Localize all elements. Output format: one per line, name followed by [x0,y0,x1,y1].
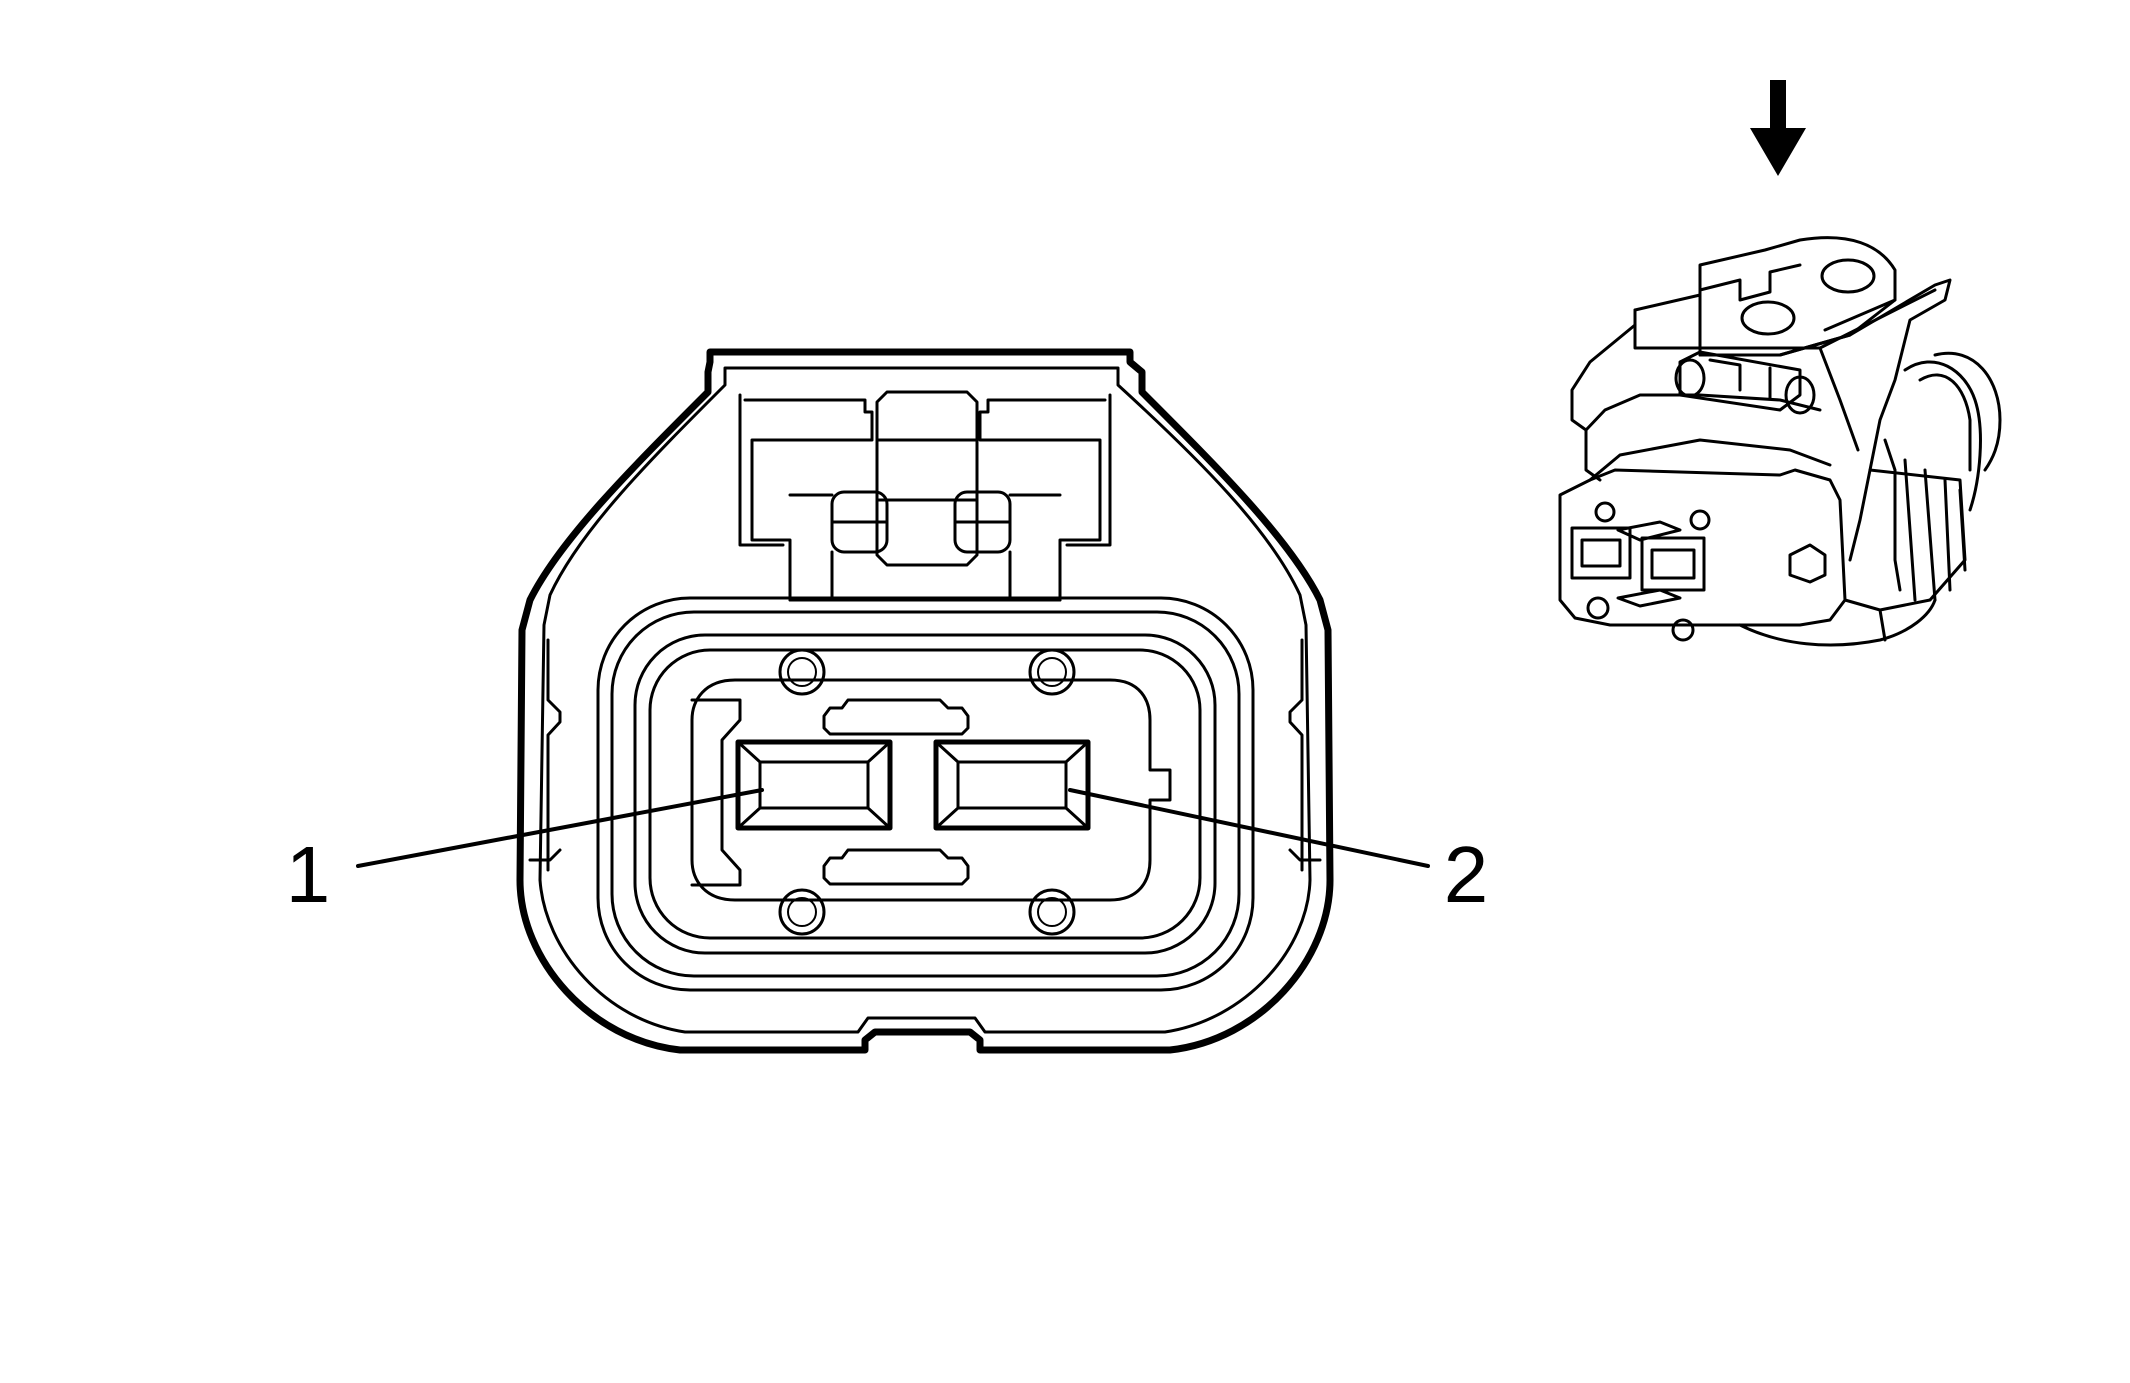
seal-ring-4 [648,648,1202,940]
locator-hole-tl-in [787,657,817,687]
left-notch [546,638,562,872]
insert-side-tabs [690,698,742,887]
seal-ring-3 [633,633,1217,955]
terminal-insert [690,678,1172,902]
connector-face-view: 1 2 [286,348,1489,1054]
key-slot-bottom [822,848,970,886]
pin-cavity-1 [735,739,893,831]
housing-outline [516,348,1334,1054]
locator-hole-tl [778,648,826,696]
locator-hole-br [1028,888,1076,936]
locator-hole-bl-in [787,897,817,927]
left-notch-lower [528,848,562,862]
latch-frame-right [978,398,1107,602]
locator-hole-tr [1028,648,1076,696]
housing-inner-outline [538,366,1312,1034]
latch-frame [743,398,874,602]
right-notch-lower [1288,848,1322,862]
seal-ring-2 [610,610,1241,978]
seal-ring-outer [596,596,1255,992]
leader-line-pin-2 [1068,788,1430,868]
pin-label-1: 1 [286,830,331,919]
latch-guides [788,493,1062,602]
key-slot-top [822,698,970,736]
locator-hole-tr-in [1037,657,1067,687]
locator-hole-bl [778,888,826,936]
arrow-down-icon [1750,80,1806,176]
pin-cavity-2 [933,739,1091,831]
leader-line-pin-1 [356,788,764,868]
connector-isometric-view [1558,236,2002,647]
latch-frame-outer [738,393,1112,547]
latch-tongue [875,390,979,567]
pin-label-2: 2 [1444,830,1489,919]
locator-hole-br-in [1037,897,1067,927]
right-notch [1288,638,1304,872]
